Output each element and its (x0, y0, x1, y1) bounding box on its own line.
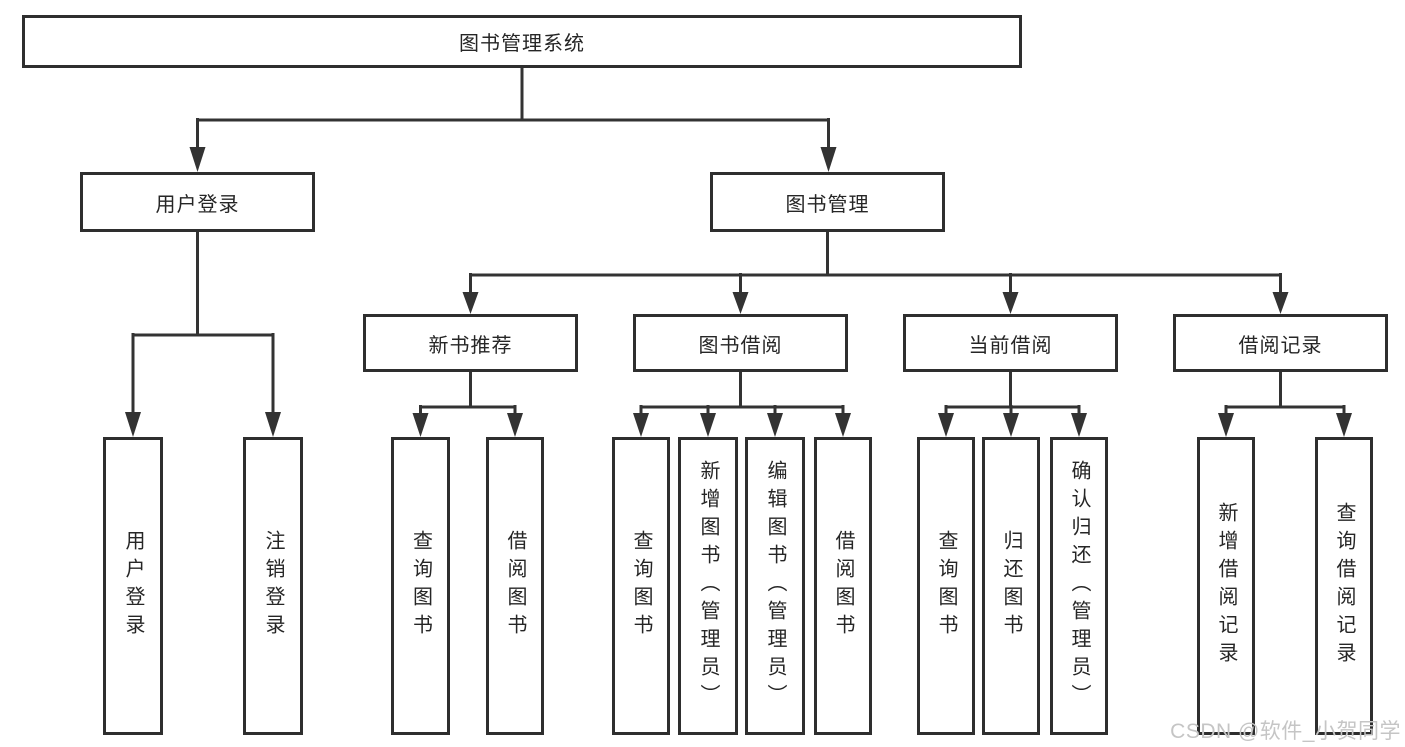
node-book-borrow-label: 图书借阅 (698, 334, 783, 357)
leaf-current-query-books-label: 查询图书 (935, 530, 957, 642)
node-book-borrow: 图书借阅 (633, 314, 848, 372)
leaf-borrow-books: 借阅图书 (814, 437, 872, 735)
leaf-return-books-label: 归还图书 (1000, 530, 1022, 642)
node-book-management-label: 图书管理 (785, 193, 870, 216)
leaf-logout-login: 注销登录 (243, 437, 303, 735)
leaf-recommend-borrow-books: 借阅图书 (486, 437, 544, 735)
node-new-book-recommend-label: 新书推荐 (428, 334, 513, 357)
watermark: CSDN @软件_小贺同学 (1170, 720, 1401, 743)
leaf-logout-login-label: 注销登录 (262, 530, 284, 642)
leaf-add-borrow-record-label: 新增借阅记录 (1215, 502, 1237, 670)
leaf-recommend-query-books: 查询图书 (391, 437, 450, 735)
node-borrow-records: 借阅记录 (1173, 314, 1388, 372)
leaf-add-books-admin: 新增图书（管理员） (678, 437, 738, 735)
leaf-edit-books-admin: 编辑图书（管理员） (745, 437, 805, 735)
node-user-login: 用户登录 (80, 172, 315, 232)
leaf-add-books-admin-label: 新增图书（管理员） (697, 460, 719, 712)
leaf-recommend-query-books-label: 查询图书 (409, 530, 432, 642)
leaf-user-login: 用户登录 (103, 437, 163, 735)
node-current-borrow-label: 当前借阅 (968, 334, 1053, 357)
node-book-management: 图书管理 (710, 172, 945, 232)
leaf-borrow-books-label: 借阅图书 (832, 530, 854, 642)
node-user-login-label: 用户登录 (155, 193, 240, 216)
node-current-borrow: 当前借阅 (903, 314, 1118, 372)
leaf-add-borrow-record: 新增借阅记录 (1197, 437, 1255, 735)
leaf-borrow-query-books: 查询图书 (612, 437, 670, 735)
leaf-edit-books-admin-label: 编辑图书（管理员） (764, 460, 786, 712)
leaf-return-books: 归还图书 (982, 437, 1040, 735)
leaf-confirm-return-admin: 确认归还（管理员） (1050, 437, 1108, 735)
leaf-query-borrow-record-label: 查询借阅记录 (1333, 502, 1355, 670)
node-root-label: 图书管理系统 (459, 33, 585, 55)
node-borrow-records-label: 借阅记录 (1238, 334, 1323, 357)
leaf-confirm-return-admin-label: 确认归还（管理员） (1068, 460, 1090, 712)
leaf-query-borrow-record: 查询借阅记录 (1315, 437, 1373, 735)
leaf-user-login-label: 用户登录 (122, 530, 144, 642)
node-new-book-recommend: 新书推荐 (363, 314, 578, 372)
leaf-borrow-query-books-label: 查询图书 (630, 530, 652, 642)
leaf-current-query-books: 查询图书 (917, 437, 975, 735)
leaf-recommend-borrow-books-label: 借阅图书 (504, 530, 526, 642)
node-root-system: 图书管理系统 (22, 15, 1022, 68)
